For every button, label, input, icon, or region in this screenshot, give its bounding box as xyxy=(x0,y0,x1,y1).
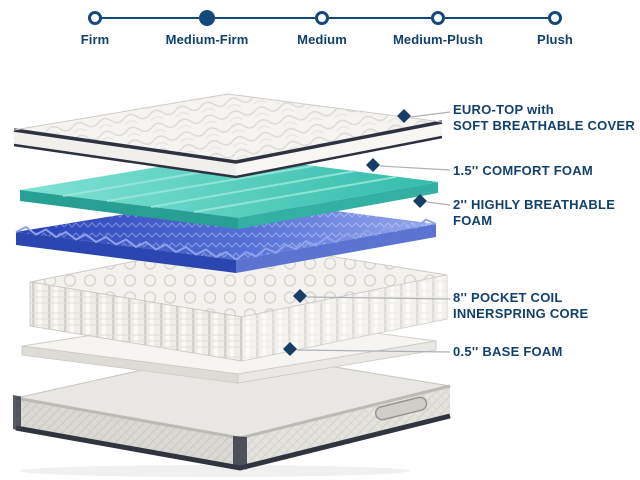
euro-top-piping-bottom xyxy=(13,135,443,179)
comfort-foam-diamond-icon xyxy=(366,158,380,172)
label-breathable-foam-line1: 2'' HIGHLY BREATHABLE xyxy=(453,197,616,212)
euro-top-back-edge xyxy=(13,93,443,131)
firmness-label-firm[interactable]: Firm xyxy=(80,32,110,47)
comfort-foam-layer xyxy=(20,155,438,229)
label-base-foam: 0.5'' BASE FOAM xyxy=(453,344,563,360)
connector-base-foam xyxy=(296,349,451,353)
label-euro-top-line1: EURO-TOP with xyxy=(453,102,554,117)
euro-top-piping-top xyxy=(13,120,443,164)
connector-breathable-foam xyxy=(426,201,451,206)
firmness-label-medium-plush[interactable]: Medium-Plush xyxy=(392,32,484,47)
euro-top-layer xyxy=(13,93,443,179)
label-comfort-foam-line1: 1.5'' COMFORT FOAM xyxy=(453,163,593,178)
label-euro-top-line2: SOFT BREATHABLE COVER xyxy=(453,117,635,133)
label-pocket-coil-line2: INNERSPRING CORE xyxy=(453,305,589,321)
layer-markers xyxy=(283,109,427,356)
foundation-left-face xyxy=(16,398,240,468)
comfort-foam-top-face xyxy=(20,155,438,218)
connector-euro-top xyxy=(410,111,451,118)
breathable-foam-texture xyxy=(16,197,436,260)
breathable-foam-left-face xyxy=(16,232,236,273)
firmness-stop-firm[interactable] xyxy=(88,11,102,25)
pocket-coil-layer xyxy=(29,240,448,362)
label-connectors xyxy=(296,111,451,353)
ground-shadow xyxy=(20,465,410,477)
label-pocket-coil: 8'' POCKET COIL INNERSPRING CORE xyxy=(453,290,588,321)
firmness-stop-plush[interactable] xyxy=(548,11,562,25)
euro-top-right-face xyxy=(236,122,442,177)
pocket-coil-right-highlight xyxy=(242,275,447,361)
firmness-stop-medium-firm[interactable] xyxy=(199,10,215,26)
label-comfort-foam: 1.5'' COMFORT FOAM xyxy=(453,163,593,179)
base-foam-diamond-icon xyxy=(283,342,297,356)
label-base-foam-line1: 0.5'' BASE FOAM xyxy=(453,344,563,359)
comfort-foam-streaks xyxy=(62,159,397,213)
pocket-coil-diamond-icon xyxy=(293,289,307,303)
breathable-foam-layer xyxy=(15,197,437,273)
label-euro-top: EURO-TOP with SOFT BREATHABLE COVER xyxy=(453,102,635,133)
euro-top-diamond-icon xyxy=(397,109,411,123)
breathable-foam-right-face xyxy=(236,224,436,273)
breathable-foam-zigzag-left xyxy=(15,225,237,261)
firmness-label-medium-firm[interactable]: Medium-Firm xyxy=(165,32,249,47)
connector-comfort-foam xyxy=(379,165,451,171)
label-breathable-foam-line2: FOAM xyxy=(453,212,493,228)
firmness-stop-medium[interactable] xyxy=(315,11,329,25)
firmness-stop-medium-plush[interactable] xyxy=(431,11,445,25)
pocket-coil-right-face xyxy=(241,274,448,362)
breathable-foam-diamond-icon xyxy=(413,194,427,208)
foundation-front-corner-guard xyxy=(233,436,247,470)
firmness-label-medium[interactable]: Medium xyxy=(297,32,347,47)
label-pocket-coil-line1: 8'' POCKET COIL xyxy=(453,290,563,305)
comfort-foam-right-face xyxy=(238,182,438,229)
foundation-handle xyxy=(374,396,428,421)
firmness-label-plush[interactable]: Plush xyxy=(537,32,573,47)
label-breathable-foam: 2'' HIGHLY BREATHABLE FOAM xyxy=(453,197,615,228)
foundation-left-corner-guard xyxy=(13,395,21,431)
euro-top-left-face xyxy=(14,130,236,177)
comfort-foam-left-face xyxy=(20,190,238,229)
breathable-foam-zigzag-right xyxy=(235,218,437,261)
connector-pocket-coil xyxy=(306,296,451,300)
foundation-layer xyxy=(13,349,451,471)
